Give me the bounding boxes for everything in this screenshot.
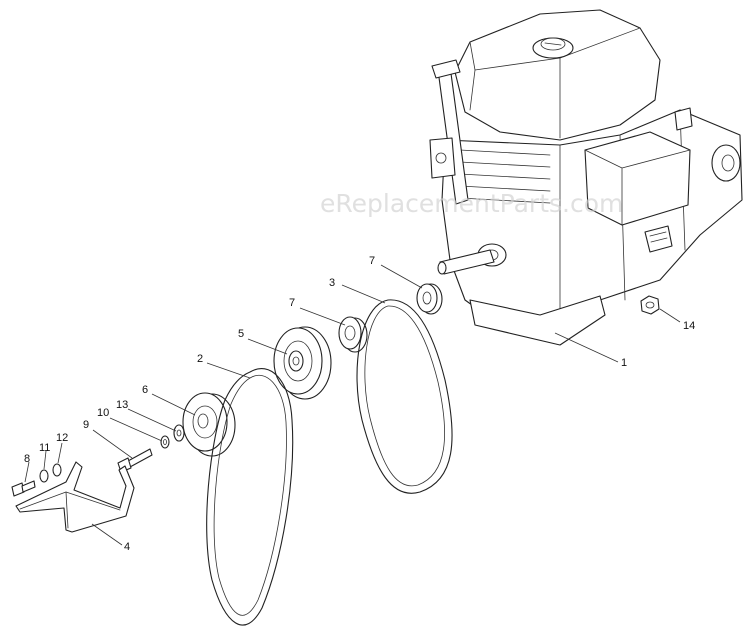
- callout-12: 12: [56, 432, 68, 444]
- leader-lines: [24, 264, 681, 546]
- auger-belt-3[interactable]: [356, 299, 453, 494]
- callout-1: 1: [621, 357, 627, 369]
- callout-4: 4: [124, 541, 130, 553]
- bolt-8[interactable]: [11, 480, 36, 497]
- washer-10[interactable]: [160, 435, 170, 449]
- flange-nut-14[interactable]: [640, 295, 660, 315]
- callout-3: 3: [329, 277, 335, 289]
- leader-7-lower: [299, 307, 346, 326]
- belt-guide-bracket-4[interactable]: [15, 461, 135, 533]
- engine[interactable]: [429, 9, 743, 346]
- callout-8: 8: [24, 453, 30, 465]
- drive-belt-2[interactable]: [206, 367, 294, 626]
- leader-2: [206, 362, 251, 379]
- leader-4: [91, 523, 123, 546]
- leader-13: [127, 408, 177, 432]
- leader-6: [151, 393, 196, 416]
- washer-12[interactable]: [52, 463, 62, 477]
- callout-2: 2: [197, 353, 203, 365]
- callout-9: 9: [83, 419, 89, 431]
- watermark-text: eReplacementParts.com: [320, 189, 623, 218]
- bolt-9[interactable]: [117, 448, 153, 473]
- callout-7-upper: 7: [369, 255, 375, 267]
- callout-10: 10: [97, 407, 109, 419]
- pulley-6[interactable]: [182, 392, 236, 457]
- leader-14: [659, 308, 681, 323]
- leader-7-upper: [380, 264, 423, 289]
- callout-labels: 1 14 7 3 7 5 2 6 13 10 9 12 11 8 4: [24, 255, 695, 553]
- leader-8: [24, 461, 30, 483]
- callout-7-lower: 7: [289, 297, 295, 309]
- callout-6: 6: [142, 384, 148, 396]
- leader-9: [92, 429, 133, 459]
- callout-14: 14: [683, 320, 695, 332]
- washer-11[interactable]: [39, 469, 49, 483]
- callout-11: 11: [39, 442, 50, 454]
- drive-pulley-5[interactable]: [273, 326, 332, 400]
- leader-1: [554, 332, 619, 363]
- leader-11: [43, 450, 47, 470]
- washer-13[interactable]: [173, 424, 185, 442]
- leader-3: [341, 284, 386, 304]
- leader-10: [109, 417, 163, 442]
- leader-5: [247, 338, 288, 355]
- spacer-7-upper[interactable]: [416, 283, 443, 315]
- leader-12: [57, 442, 63, 464]
- callout-5: 5: [238, 328, 244, 340]
- callout-13: 13: [116, 399, 128, 411]
- spacer-7-lower[interactable]: [338, 316, 368, 353]
